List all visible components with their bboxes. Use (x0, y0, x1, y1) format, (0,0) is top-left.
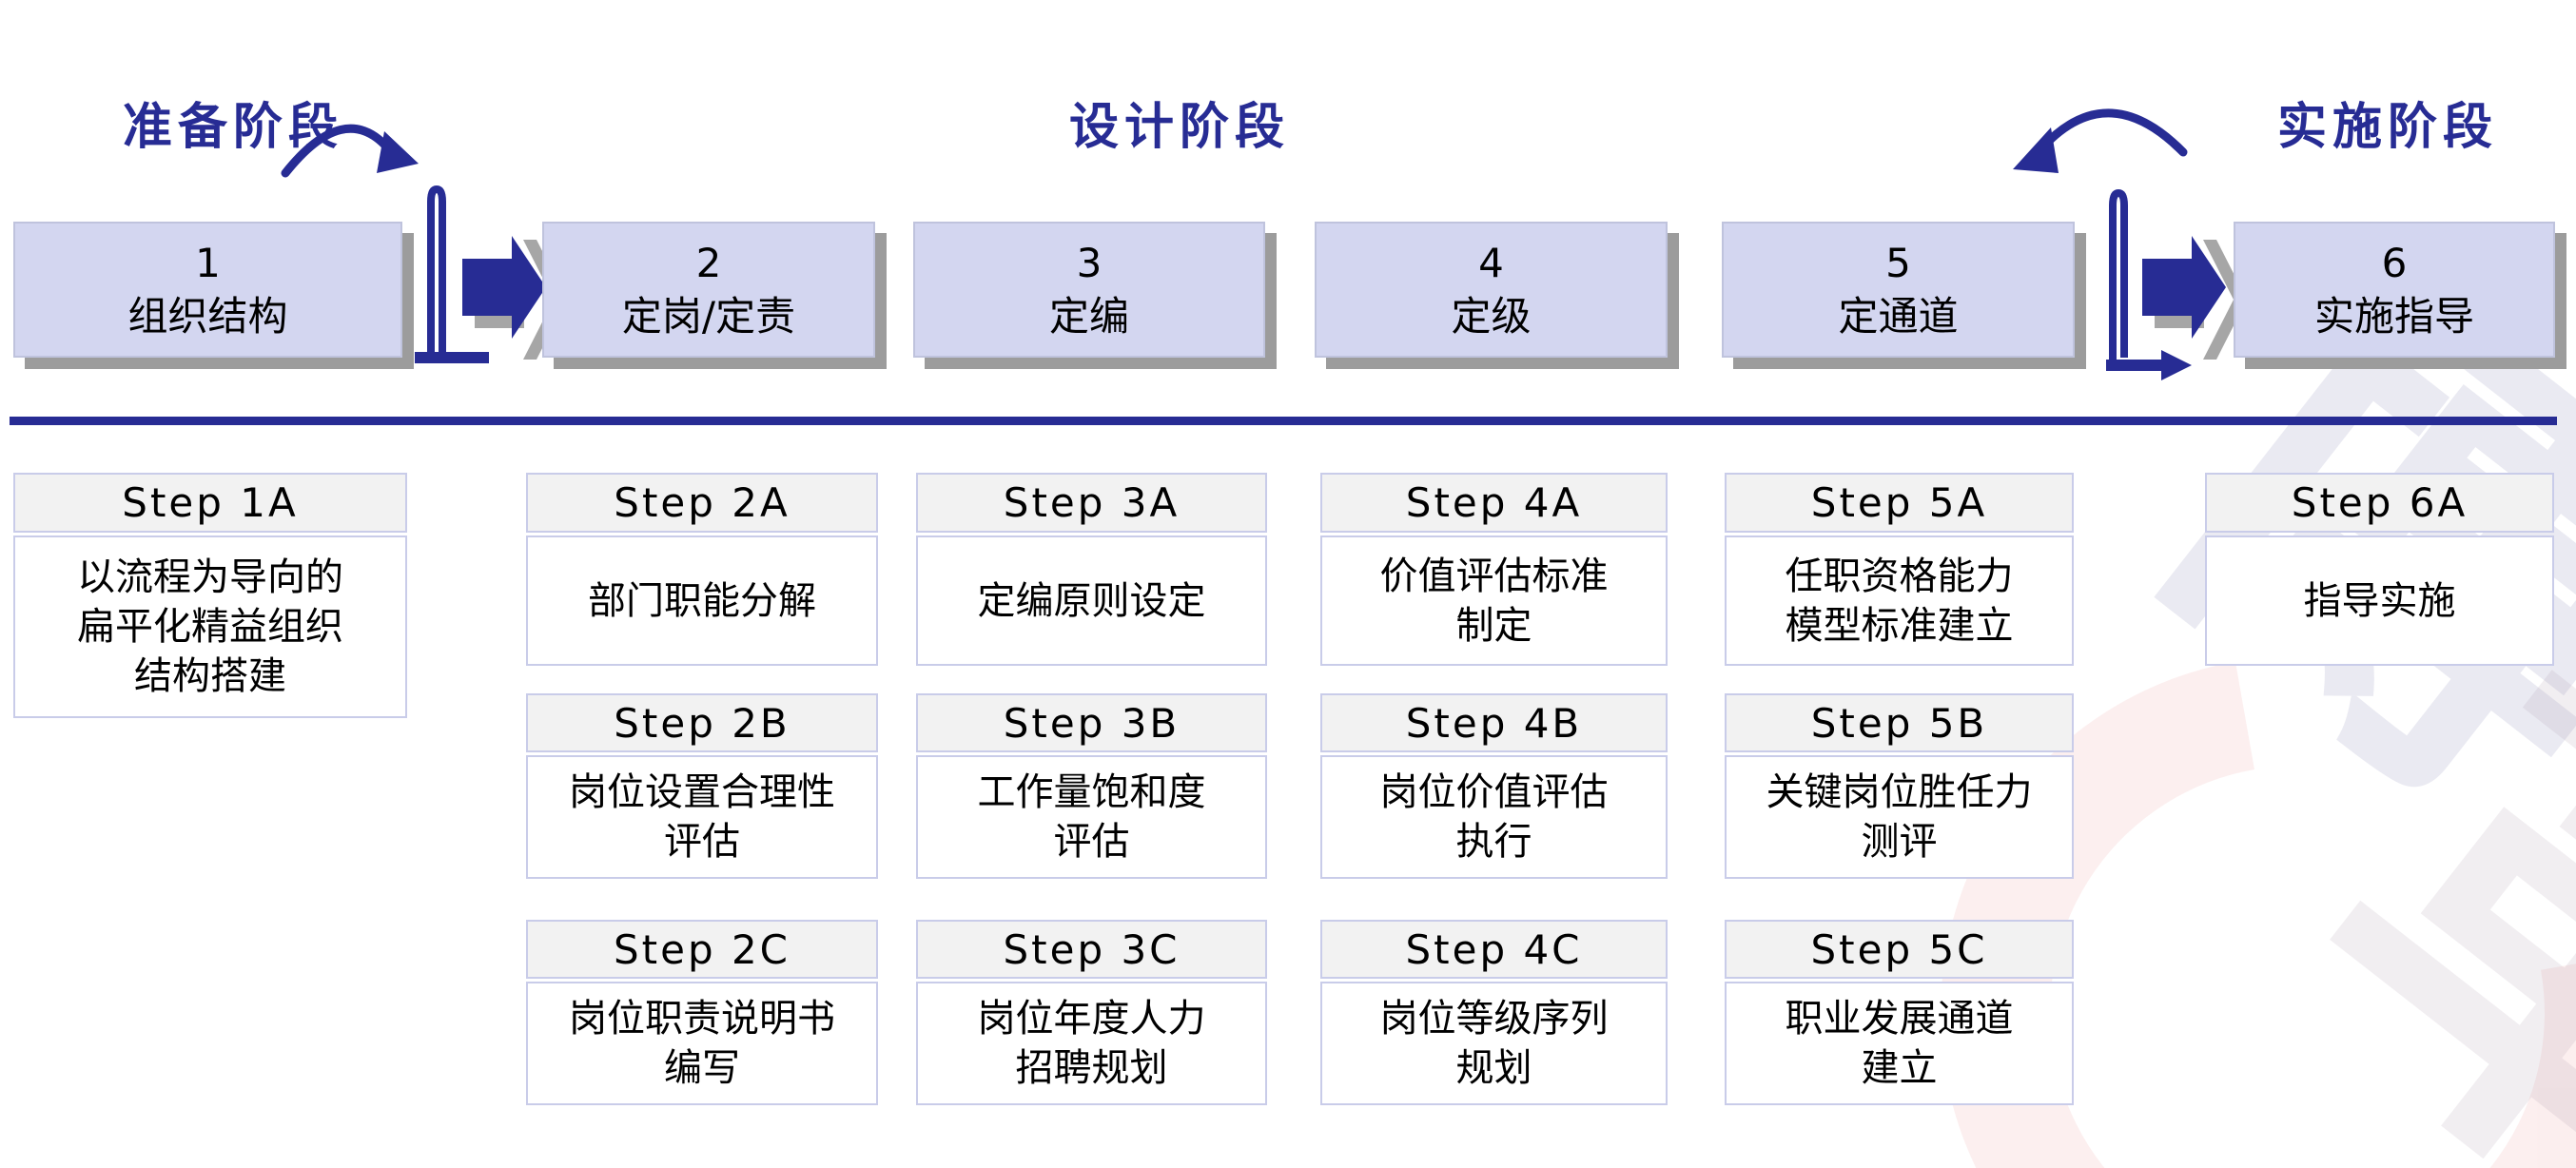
step-2b-header: Step 2B (526, 693, 878, 752)
step-5a-header: Step 5A (1725, 473, 2074, 533)
step-4a-body: 价值评估标准 制定 (1320, 535, 1668, 666)
main-box-title: 实施指导 (2313, 292, 2474, 340)
main-box-title: 定编 (1048, 292, 1129, 340)
step-6a-body: 指导实施 (2205, 535, 2554, 666)
step-5b-header: Step 5B (1725, 693, 2074, 752)
step-5b-body: 关键岗位胜任力 测评 (1725, 755, 2074, 879)
main-box-implementation: 6 实施指导 (2234, 222, 2555, 358)
step-2a-header: Step 2A (526, 473, 878, 533)
step-3b-body: 工作量饱和度 评估 (916, 755, 1267, 879)
step-2a-body: 部门职能分解 (526, 535, 878, 666)
main-box-number: 3 (1076, 239, 1103, 286)
block-arrow-2-icon (2142, 236, 2247, 360)
main-box-number: 6 (2381, 239, 2408, 286)
phase-label-preparation: 准备阶段 (122, 98, 343, 156)
phase-label-design: 设计阶段 (1068, 98, 1290, 156)
step-3b-header: Step 3B (916, 693, 1267, 752)
step-1a-body: 以流程为导向的 扁平化精益组织 结构搭建 (13, 535, 407, 718)
step-5c-header: Step 5C (1725, 920, 2074, 979)
main-box-headcount: 3 定编 (913, 222, 1265, 358)
step-5c-body: 职业发展通道 建立 (1725, 982, 2074, 1105)
main-box-channels: 5 定通道 (1722, 222, 2075, 358)
step-1a-header: Step 1A (13, 473, 407, 533)
step-4c-header: Step 4C (1320, 920, 1668, 979)
step-5a-body: 任职资格能力 模型标准建立 (1725, 535, 2074, 666)
main-box-title: 定级 (1451, 292, 1532, 340)
step-3c-header: Step 3C (916, 920, 1267, 979)
step-3a-body: 定编原则设定 (916, 535, 1267, 666)
phase-divider-line (10, 417, 2557, 425)
step-6a-header: Step 6A (2205, 473, 2554, 533)
milestone-bar-1 (415, 185, 489, 363)
step-4c-body: 岗位等级序列 规划 (1320, 982, 1668, 1105)
step-4b-header: Step 4B (1320, 693, 1668, 752)
main-box-number: 4 (1478, 239, 1504, 286)
main-box-title: 定岗/定责 (621, 292, 796, 340)
curved-arrow-right-icon (281, 124, 419, 178)
curved-arrow-left-icon (2013, 108, 2188, 173)
step-2c-body: 岗位职责说明书 编写 (526, 982, 878, 1105)
step-4b-body: 岗位价值评估 执行 (1320, 755, 1668, 879)
step-2c-header: Step 2C (526, 920, 878, 979)
step-3c-body: 岗位年度人力 招聘规划 (916, 982, 1267, 1105)
main-box-title: 定通道 (1838, 292, 1959, 340)
main-box-grading: 4 定级 (1315, 222, 1668, 358)
main-box-org-structure: 1 组织结构 (13, 222, 402, 358)
main-box-positions: 2 定岗/定责 (542, 222, 875, 358)
main-box-number: 5 (1885, 239, 1911, 286)
phase-label-implementation: 实施阶段 (2276, 98, 2498, 156)
milestone-bar-2 (2106, 188, 2192, 380)
step-3a-header: Step 3A (916, 473, 1267, 533)
main-box-title: 组织结构 (127, 292, 288, 340)
step-2b-body: 岗位设置合理性 评估 (526, 755, 878, 879)
main-box-number: 1 (195, 239, 221, 286)
main-box-number: 2 (695, 239, 722, 286)
step-4a-header: Step 4A (1320, 473, 1668, 533)
